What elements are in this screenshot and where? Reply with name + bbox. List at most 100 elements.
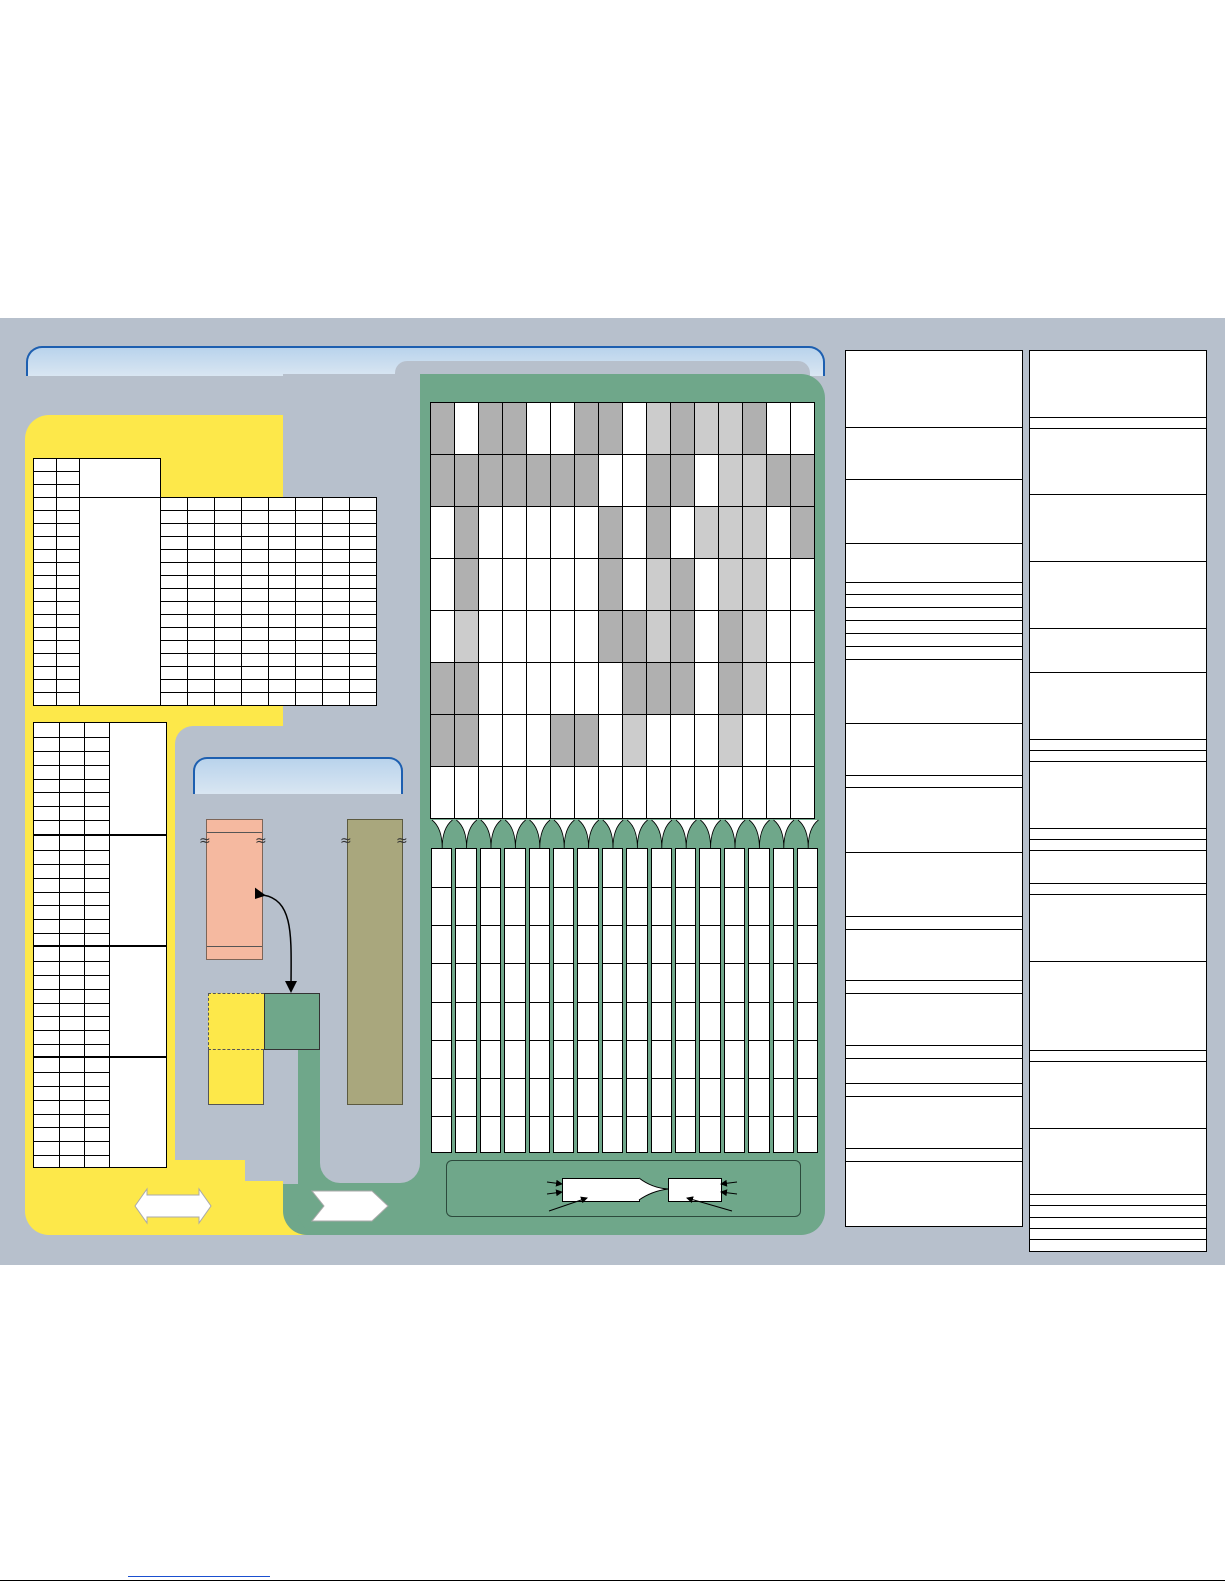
left-table-value-cell — [187, 679, 215, 693]
left-table-value-cell — [214, 614, 242, 628]
footer-rule — [0, 1580, 1225, 1581]
lower-column-divider — [480, 1115, 501, 1117]
left-upper-table — [33, 458, 377, 706]
left-table-row — [33, 640, 377, 654]
lower-column-divider — [480, 1077, 501, 1079]
side-column-cell — [846, 853, 1022, 918]
left-table-value-cell — [349, 653, 377, 667]
left-table-row — [33, 692, 377, 706]
left-table-value-cell — [322, 666, 350, 680]
side-column-cell — [1030, 740, 1206, 751]
grid-cell — [430, 558, 455, 611]
lower-column-divider — [627, 925, 647, 927]
lower-column-divider — [456, 925, 476, 927]
left-table-value-cell — [295, 588, 323, 602]
left-table-value-cell — [214, 601, 242, 615]
salmon-block-top-rule — [207, 832, 262, 833]
side-column-cell — [1030, 351, 1206, 418]
lower-column-divider — [724, 963, 745, 965]
lower-column-divider — [480, 963, 501, 965]
left-lower-col-divider — [59, 836, 60, 945]
left-lower-row-divider — [34, 736, 109, 738]
lower-column-divider — [554, 925, 574, 927]
left-table-value-cell — [349, 614, 377, 628]
lower-column-divider — [651, 1077, 671, 1079]
left-table-value-cell — [295, 653, 323, 667]
salmon-block — [206, 819, 263, 960]
left-table-value-cell — [241, 523, 269, 537]
left-lower-block — [34, 723, 166, 834]
lower-column-divider — [651, 1001, 671, 1003]
grid-cell — [598, 454, 623, 507]
grid-cell — [694, 662, 719, 715]
grid-cell — [670, 662, 695, 715]
left-table-value-cell — [322, 653, 350, 667]
lower-column-divider — [700, 963, 720, 965]
left-table-key-cell — [33, 640, 57, 654]
side-column-cell — [846, 994, 1022, 1046]
lower-column — [723, 848, 746, 1153]
top-header-tab-inner — [395, 361, 810, 377]
lower-column-divider — [554, 1039, 574, 1041]
left-table-value-cell — [322, 536, 350, 550]
left-table-value-cell — [322, 627, 350, 641]
side-column-cell — [846, 1084, 1022, 1098]
lower-column-divider — [700, 1115, 720, 1117]
grid-cell — [622, 610, 647, 663]
left-table-value-cell — [214, 692, 242, 706]
side-column-cell — [1030, 1195, 1206, 1207]
grid-cell — [550, 558, 575, 611]
lower-column-divider — [505, 1115, 525, 1117]
left-table-value-cell — [214, 653, 242, 667]
left-table-value-cell — [349, 692, 377, 706]
lower-column-divider — [529, 887, 549, 889]
grid-cell — [574, 454, 599, 507]
left-table-key-cell — [56, 588, 80, 602]
side-column-cell — [846, 621, 1022, 635]
grid-cell — [526, 610, 551, 663]
left-table-row — [33, 653, 377, 667]
grid-cell — [574, 558, 599, 611]
left-table-value-cell — [160, 523, 188, 537]
column-connector — [578, 819, 600, 849]
side-column-cell — [846, 930, 1022, 982]
grid-cell — [646, 558, 671, 611]
grid-cell — [478, 506, 503, 559]
left-table-value-cell — [349, 549, 377, 563]
grid-cell — [454, 610, 479, 663]
lower-column-divider — [749, 887, 769, 889]
left-lower-col-divider — [59, 947, 60, 1056]
grid-cell — [670, 506, 695, 559]
grid-cell — [430, 454, 455, 507]
left-table-value-cell — [187, 562, 215, 576]
lower-column-divider — [456, 1001, 476, 1003]
lower-column-divider — [602, 887, 623, 889]
side-column-cell — [1030, 1129, 1206, 1196]
left-lower-row-divider — [34, 933, 109, 935]
grid-row — [430, 506, 815, 559]
left-lower-row-divider — [34, 974, 109, 976]
left-table-value-cell — [160, 666, 188, 680]
side-column-cell — [1030, 1218, 1206, 1229]
left-table-value-cell — [322, 588, 350, 602]
break-mark-icon: ≈ — [396, 833, 408, 849]
left-lower-row-divider — [34, 1044, 109, 1046]
lower-column-divider — [578, 1115, 598, 1117]
grid-cell — [718, 714, 743, 767]
grid-cell — [790, 506, 815, 559]
lower-column-divider — [798, 1001, 818, 1003]
left-table-value-cell — [268, 653, 296, 667]
lower-column-divider — [676, 1039, 696, 1041]
grid-cell — [598, 506, 623, 559]
side-column-cell — [846, 788, 1022, 853]
lower-column — [650, 848, 672, 1153]
left-table-value-cell — [295, 692, 323, 706]
grid-cell — [454, 454, 479, 507]
lower-column-divider — [432, 1039, 452, 1041]
legend-cell-b — [601, 1178, 640, 1202]
left-table-key-cell — [33, 627, 57, 641]
left-table-row — [33, 497, 377, 706]
lower-column-divider — [432, 925, 452, 927]
left-table-key-cell — [33, 679, 57, 693]
left-table-key-cell — [33, 575, 57, 589]
